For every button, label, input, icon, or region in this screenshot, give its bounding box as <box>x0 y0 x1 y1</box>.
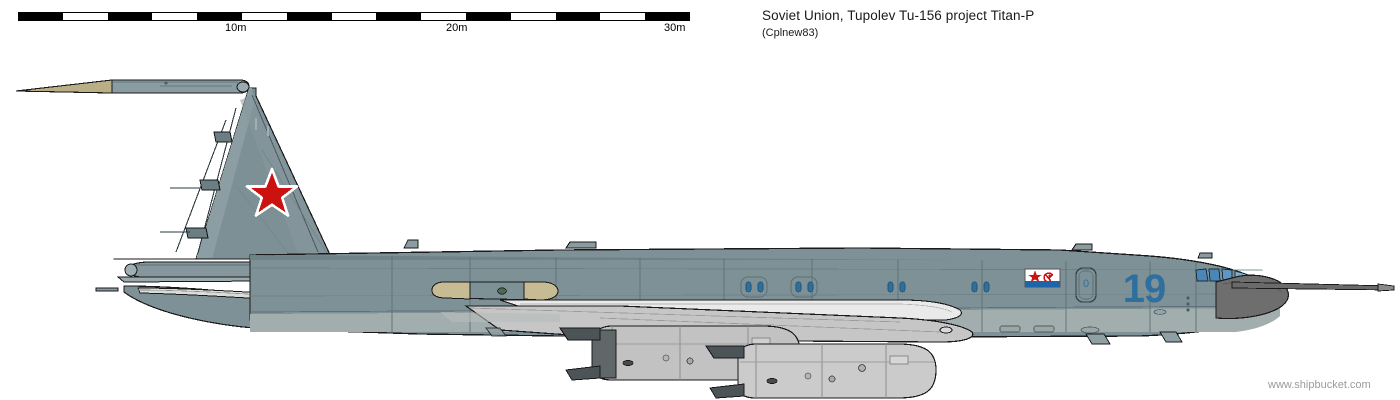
scale-segment <box>421 12 466 21</box>
emergency-exit-outline <box>740 276 818 298</box>
scale-segment <box>62 12 108 21</box>
nose-sensor-details <box>1153 296 1190 315</box>
scale-label-10m: 10m <box>225 22 247 34</box>
drawing-author: (Cplnew83) <box>762 27 819 39</box>
scale-segment <box>152 12 198 21</box>
watermark: www.shipbucket.com <box>1268 379 1371 391</box>
scale-segment <box>645 12 690 21</box>
fuselage-number: 19 <box>1123 267 1167 311</box>
cabin-windows <box>745 281 990 293</box>
scale-segment <box>18 12 63 21</box>
drawing-title: Soviet Union, Tupolev Tu-156 project Tit… <box>762 8 1035 23</box>
scale-label-30m: 30m <box>664 22 686 34</box>
door-number-label: 0 <box>1083 278 1089 290</box>
title-block: Soviet Union, Tupolev Tu-156 project Tit… <box>762 8 1034 39</box>
scale-segment <box>600 12 646 21</box>
horizontal-stabilizer <box>15 79 250 94</box>
scale-bar <box>18 12 690 21</box>
soviet-naval-ensign <box>1024 268 1061 288</box>
entry-door: 0 <box>1075 267 1097 303</box>
scale-segment <box>510 12 556 21</box>
scale-segment <box>107 12 153 21</box>
scale-segment <box>241 12 287 21</box>
svg-text:19: 19 <box>1123 267 1166 311</box>
vertical-fin <box>113 87 333 260</box>
scale-segment <box>465 12 511 21</box>
belly-antennas <box>485 325 1183 345</box>
scale-segment <box>555 12 601 21</box>
scale-segment <box>286 12 332 21</box>
slar-canoe-fairing <box>431 281 559 301</box>
landing-gear-nacelle-outer <box>705 343 937 399</box>
scale-bar-group: 10m 20m 30m <box>0 0 700 40</box>
refuelling-probe <box>1231 281 1395 292</box>
scale-segment <box>376 12 422 21</box>
scale-segment <box>197 12 242 21</box>
scale-label-20m: 20m <box>446 22 468 34</box>
red-star-insignia <box>245 167 299 217</box>
scale-segment <box>331 12 377 21</box>
